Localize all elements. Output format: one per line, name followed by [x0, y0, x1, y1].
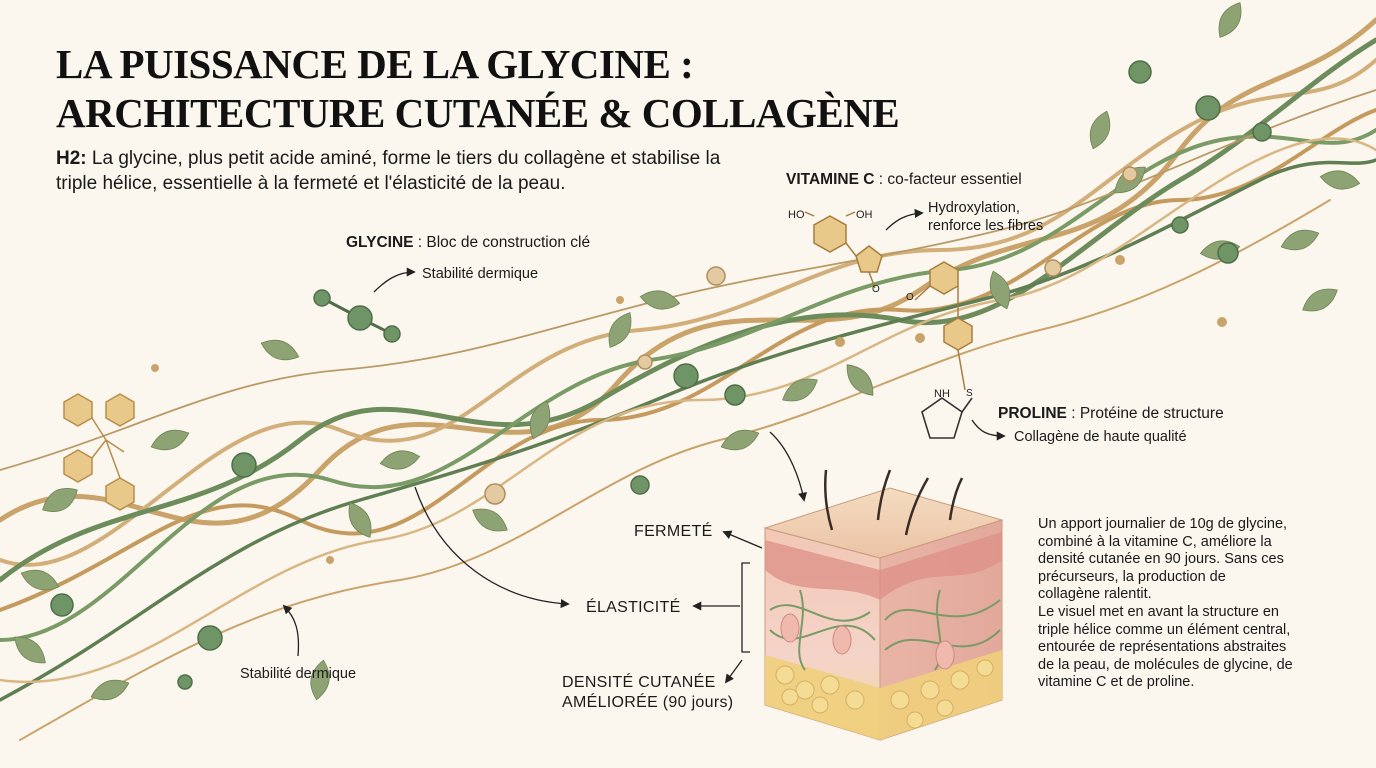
molecule-beads	[50, 60, 1272, 690]
paragraph-line: entourée de représentations abstraites	[1038, 639, 1287, 656]
page-title-line-2: ARCHITECTURE CUTANÉE & COLLAGÈNE	[56, 90, 900, 136]
proline-molecule	[921, 397, 973, 439]
proline-benefit: Collagène de haute qualité	[1014, 429, 1187, 445]
vitamin-c-benefit-line-1: Hydroxylation,	[928, 200, 1020, 216]
arrow-to-elasticity	[414, 486, 570, 609]
paragraph-line: de la peau, de molécules de glycine, de	[1038, 656, 1293, 673]
glycine-name: GLYCINE	[346, 234, 414, 251]
vitamin-c-name: VITAMINE C	[786, 171, 875, 188]
chem-o-1: O	[872, 284, 880, 295]
elasticity-label: ÉLASTICITÉ	[586, 599, 681, 616]
paragraph-line: densité cutanée en 90 jours. Sans ces	[1038, 551, 1284, 568]
leaves	[14, 2, 1361, 701]
subtitle-prefix: H2:	[56, 148, 87, 169]
paragraph-line: triple hélice comme un élément central,	[1038, 621, 1291, 638]
subtitle-text: La glycine, plus petit acide aminé, form…	[56, 148, 721, 194]
chem-oh: OH	[856, 209, 873, 221]
density-label-line-2: AMÉLIORÉE (90 jours)	[562, 694, 734, 711]
chem-ho: HO	[788, 209, 805, 221]
vitamin-c-benefit: Hydroxylation, renforce les fibres	[928, 199, 1043, 235]
arrow-glycine-benefit	[373, 267, 416, 293]
glycine-label: GLYCINE : Bloc de construction clé	[346, 233, 590, 252]
proline-name: PROLINE	[998, 405, 1067, 422]
helix-strand-gold-4	[0, 137, 1376, 684]
bottom-left-benefit: Stabilité dermique	[240, 666, 357, 682]
page-title: LA PUISSANCE DE LA GLYCINE : ARCHITECTUR…	[56, 40, 956, 138]
helix-strand-green-1	[0, 37, 1376, 583]
vitamin-c-label: VITAMINE C : co-facteur essentiel	[786, 170, 1022, 189]
vitamin-c-benefit-line-2: renforce les fibres	[928, 218, 1044, 234]
helix-strand-thin-1	[19, 199, 1331, 741]
glycine-desc: : Bloc de construction clé	[413, 234, 591, 251]
density-label-line-1: DENSITÉ CUTANÉE	[562, 674, 716, 691]
density-label: DENSITÉ CUTANÉE AMÉLIORÉE (90 jours)	[562, 673, 733, 713]
vitamin-c-molecule	[804, 211, 973, 391]
fat-layer	[765, 650, 1002, 740]
chem-s: S	[966, 388, 973, 399]
page-title-line-1: LA PUISSANCE DE LA GLYCINE :	[56, 41, 694, 87]
benzene-cluster-left	[63, 393, 135, 511]
paragraph-line: Le visuel met en avant la structure en	[1038, 603, 1279, 620]
glycine-molecule	[313, 289, 401, 343]
arrow-density	[724, 659, 743, 684]
paragraph-line: collagène ralentit.	[1038, 586, 1152, 603]
paragraph-line: combiné à la vitamine C, améliore la	[1038, 533, 1272, 550]
chem-o-2: O	[906, 292, 914, 303]
helix-strand-green-3	[0, 158, 1376, 702]
helix-strand-gold-3	[0, 108, 1376, 612]
paragraph-line: vitamine C et de proline.	[1038, 674, 1195, 691]
paragraph-line: précurseurs, la production de	[1038, 568, 1226, 585]
bracket-skin-layers	[741, 562, 750, 653]
vitamin-c-desc: : co-facteur essentiel	[874, 171, 1022, 188]
arrow-to-skin	[769, 431, 808, 502]
fat-cells	[775, 659, 994, 729]
paragraph-line: Un apport journalier de 10g de glycine,	[1038, 516, 1288, 532]
description-paragraph: Un apport journalier de 10g de glycine, …	[1038, 516, 1358, 692]
hair-follicles	[824, 469, 964, 536]
helix-strand-gold-1	[0, 17, 1376, 526]
arrow-proline-benefit	[971, 419, 1006, 441]
chem-nh: NH	[934, 388, 950, 400]
subtitle: H2: La glycine, plus petit acide aminé, …	[56, 146, 756, 196]
firmness-label: FERMETÉ	[634, 523, 713, 540]
helix-strand-green-2	[0, 128, 1376, 642]
glycine-benefit: Stabilité dermique	[422, 266, 539, 282]
epidermis-layer	[765, 532, 1002, 600]
collagen-triple-helix	[0, 17, 1376, 741]
skin-cross-section	[763, 469, 1004, 741]
proline-desc: : Protéine de structure	[1066, 405, 1224, 422]
arrow-firmness	[722, 530, 763, 549]
dermal-papillae	[780, 613, 955, 670]
arrows	[282, 208, 1006, 684]
helix-strand-gold-2	[0, 58, 1376, 567]
arrow-vitc-benefit	[885, 208, 924, 231]
arrow-bottom-left-label	[282, 604, 300, 657]
proline-label: PROLINE : Protéine de structure	[998, 404, 1224, 423]
